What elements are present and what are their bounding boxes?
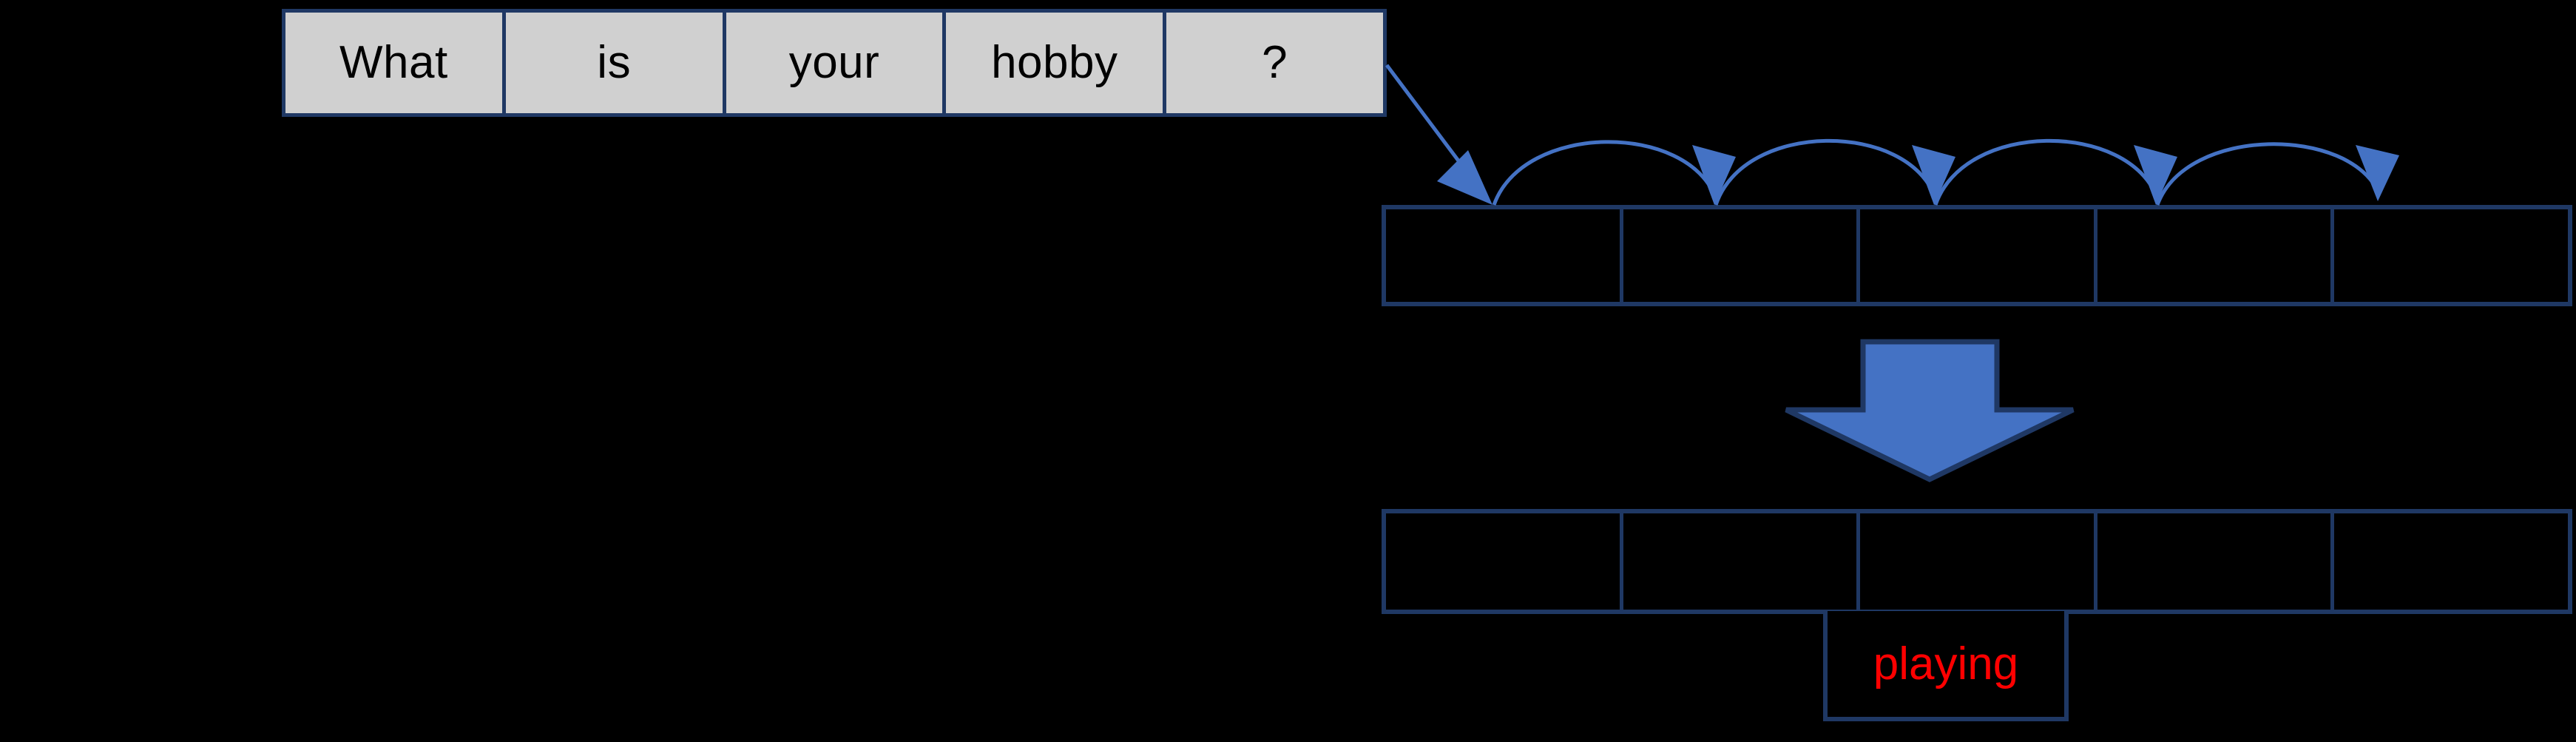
decoder-state-cell bbox=[1623, 513, 1861, 610]
encoder-state-cell bbox=[1623, 209, 1861, 302]
decoder-state-cell bbox=[2334, 513, 2568, 610]
hop-arc-3-icon bbox=[1933, 138, 2177, 206]
entry-arrow bbox=[1385, 64, 1492, 205]
hop-arc-2-icon bbox=[1714, 138, 1955, 206]
input-token-row: What is your hobby ? bbox=[282, 9, 1387, 117]
downward-transform-arrow bbox=[1785, 339, 2075, 482]
encoder-state-cell bbox=[2334, 209, 2568, 302]
encoder-state-cell bbox=[1386, 209, 1623, 302]
input-token-cell: What bbox=[285, 13, 506, 113]
decoder-state-cell bbox=[1860, 513, 2097, 610]
input-token-cell: hobby bbox=[946, 13, 1167, 113]
decoder-state-cell bbox=[2097, 513, 2335, 610]
input-token-cell: ? bbox=[1166, 13, 1383, 113]
encoder-state-cell bbox=[2097, 209, 2335, 302]
decoder-state-row bbox=[1382, 509, 2572, 614]
hop-arc-4-icon bbox=[2155, 142, 2399, 206]
input-token-cell: is bbox=[505, 13, 726, 113]
input-token-cell: your bbox=[726, 13, 947, 113]
encoder-state-row bbox=[1382, 205, 2572, 306]
hop-arc-1-icon bbox=[1492, 140, 1736, 206]
decoder-state-cell bbox=[1386, 513, 1623, 610]
encoder-state-cell bbox=[1860, 209, 2097, 302]
predicted-token-cell: playing bbox=[1823, 611, 2069, 721]
